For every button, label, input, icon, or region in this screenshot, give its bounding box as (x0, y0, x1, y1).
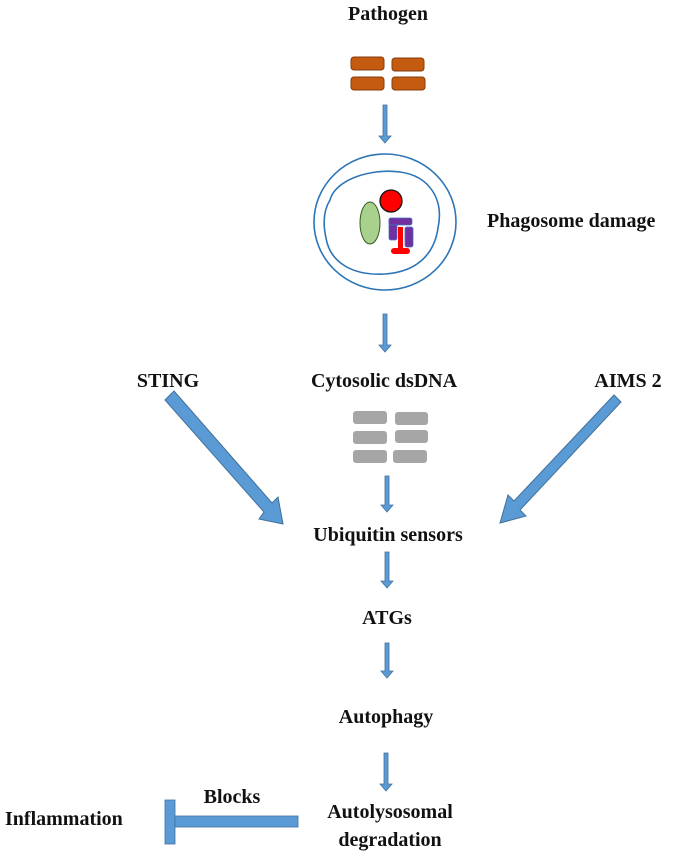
label-atgs: ATGs (362, 607, 412, 629)
label-aims2: AIMS 2 (594, 370, 662, 392)
arrow-phagosome-to-dsdna (378, 313, 392, 353)
phagosome-icon (313, 153, 457, 291)
arrow-aims2-to-ubiquitin (499, 394, 622, 524)
label-cytosolic-dsdna: Cytosolic dsDNA (310, 370, 458, 392)
label-phagosome-damage: Phagosome damage (487, 210, 656, 232)
arrow-sting-to-ubiquitin (164, 390, 284, 525)
arrow-dsdna-to-ubiquitin (380, 475, 394, 513)
inhibition-arrow-blocks (164, 799, 299, 845)
label-blocks: Blocks (203, 786, 261, 808)
arrow-pathogen-to-phagosome (378, 104, 392, 144)
label-ubiquitin-sensors: Ubiquitin sensors (313, 524, 463, 546)
red-organelle-icon (379, 189, 403, 213)
dsdna-icon (353, 411, 428, 463)
arrow-autophagy-to-degradation (379, 752, 393, 792)
label-autolysosomal: Autolysosomal (327, 801, 453, 823)
arrow-atgs-to-autophagy (380, 642, 394, 679)
pathogen-icon (350, 56, 426, 91)
arrow-ubiquitin-to-atgs (380, 551, 394, 589)
label-autophagy: Autophagy (338, 706, 434, 728)
purple-organelle-icon (388, 217, 414, 254)
label-pathogen: Pathogen (348, 3, 428, 25)
green-organelle-icon (359, 201, 381, 245)
label-sting: STING (136, 370, 200, 392)
label-degradation: degradation (338, 829, 442, 851)
label-inflammation: Inflammation (5, 808, 123, 830)
